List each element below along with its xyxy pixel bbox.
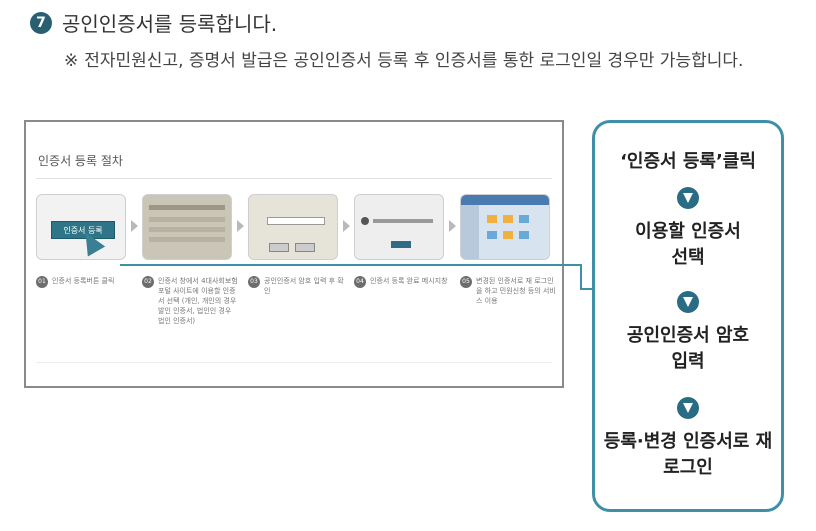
arrow-down-icon: [677, 187, 699, 209]
info-icon: [361, 217, 369, 225]
flow-step-1: ‘인증서 등록’클릭: [595, 149, 781, 175]
step-number-badge: 7: [30, 12, 52, 34]
arrow-right-icon: [449, 220, 456, 232]
procedure-panel: 인증서 등록 절차 인증서 등록: [24, 120, 564, 388]
step-desc-1: 01 인증서 등록버튼 클릭: [36, 276, 132, 288]
arrow-right-icon: [237, 220, 244, 232]
step-title: 공인인증서를 등록합니다.: [62, 8, 277, 37]
step-desc-4: 04 인증서 등록 완료 메시지창: [354, 276, 450, 288]
step-3-thumbnail: [248, 194, 338, 260]
arrow-down-icon: [677, 397, 699, 419]
flow-summary-box: ‘인증서 등록’클릭 이용할 인증서 선택 공인인증서 암호 입력 등록·변경 …: [592, 120, 784, 512]
step-descriptions: 01 인증서 등록버튼 클릭 02 인증서 창에서 4대사회보험 포털 사이트에…: [36, 276, 556, 356]
arrow-right-icon: [131, 220, 138, 232]
divider: [36, 178, 552, 179]
connector-line: [580, 264, 582, 290]
flow-step-4: 등록·변경 인증서로 재로그인: [595, 429, 781, 481]
arrow-down-icon: [677, 291, 699, 313]
panel-title: 인증서 등록 절차: [38, 152, 123, 169]
flow-step-3: 공인인증서 암호 입력: [595, 323, 781, 375]
step-desc-5: 05 변경된 인증서로 재 로그인을 하고 민원신청 등의 서비스 이용: [460, 276, 556, 306]
note-mark: ※: [64, 51, 78, 71]
step-desc-3: 03 공인인증서 암호 입력 후 확인: [248, 276, 344, 296]
step-5-thumbnail: [460, 194, 550, 260]
note-text: 전자민원신고, 증명서 발급은 공인인증서 등록 후 인증서를 통한 로그인일 …: [84, 51, 743, 71]
step-desc-2: 02 인증서 창에서 4대사회보험 포털 사이트에 이용할 인증서 선택 (개인…: [142, 276, 238, 326]
step-header: 7 공인인증서를 등록합니다.: [30, 8, 277, 37]
connector-line: [120, 264, 582, 266]
connector-line: [580, 288, 592, 290]
step-1-thumbnail: 인증서 등록: [36, 194, 126, 260]
arrow-right-icon: [343, 220, 350, 232]
flow-step-2: 이용할 인증서 선택: [595, 219, 781, 271]
notice: ※ 전자민원신고, 증명서 발급은 공인인증서 등록 후 인증서를 통한 로그인일…: [64, 44, 784, 78]
step-thumbnails: 인증서 등록: [36, 194, 556, 264]
step-2-thumbnail: [142, 194, 232, 260]
divider: [36, 362, 552, 363]
step-4-thumbnail: [354, 194, 444, 260]
